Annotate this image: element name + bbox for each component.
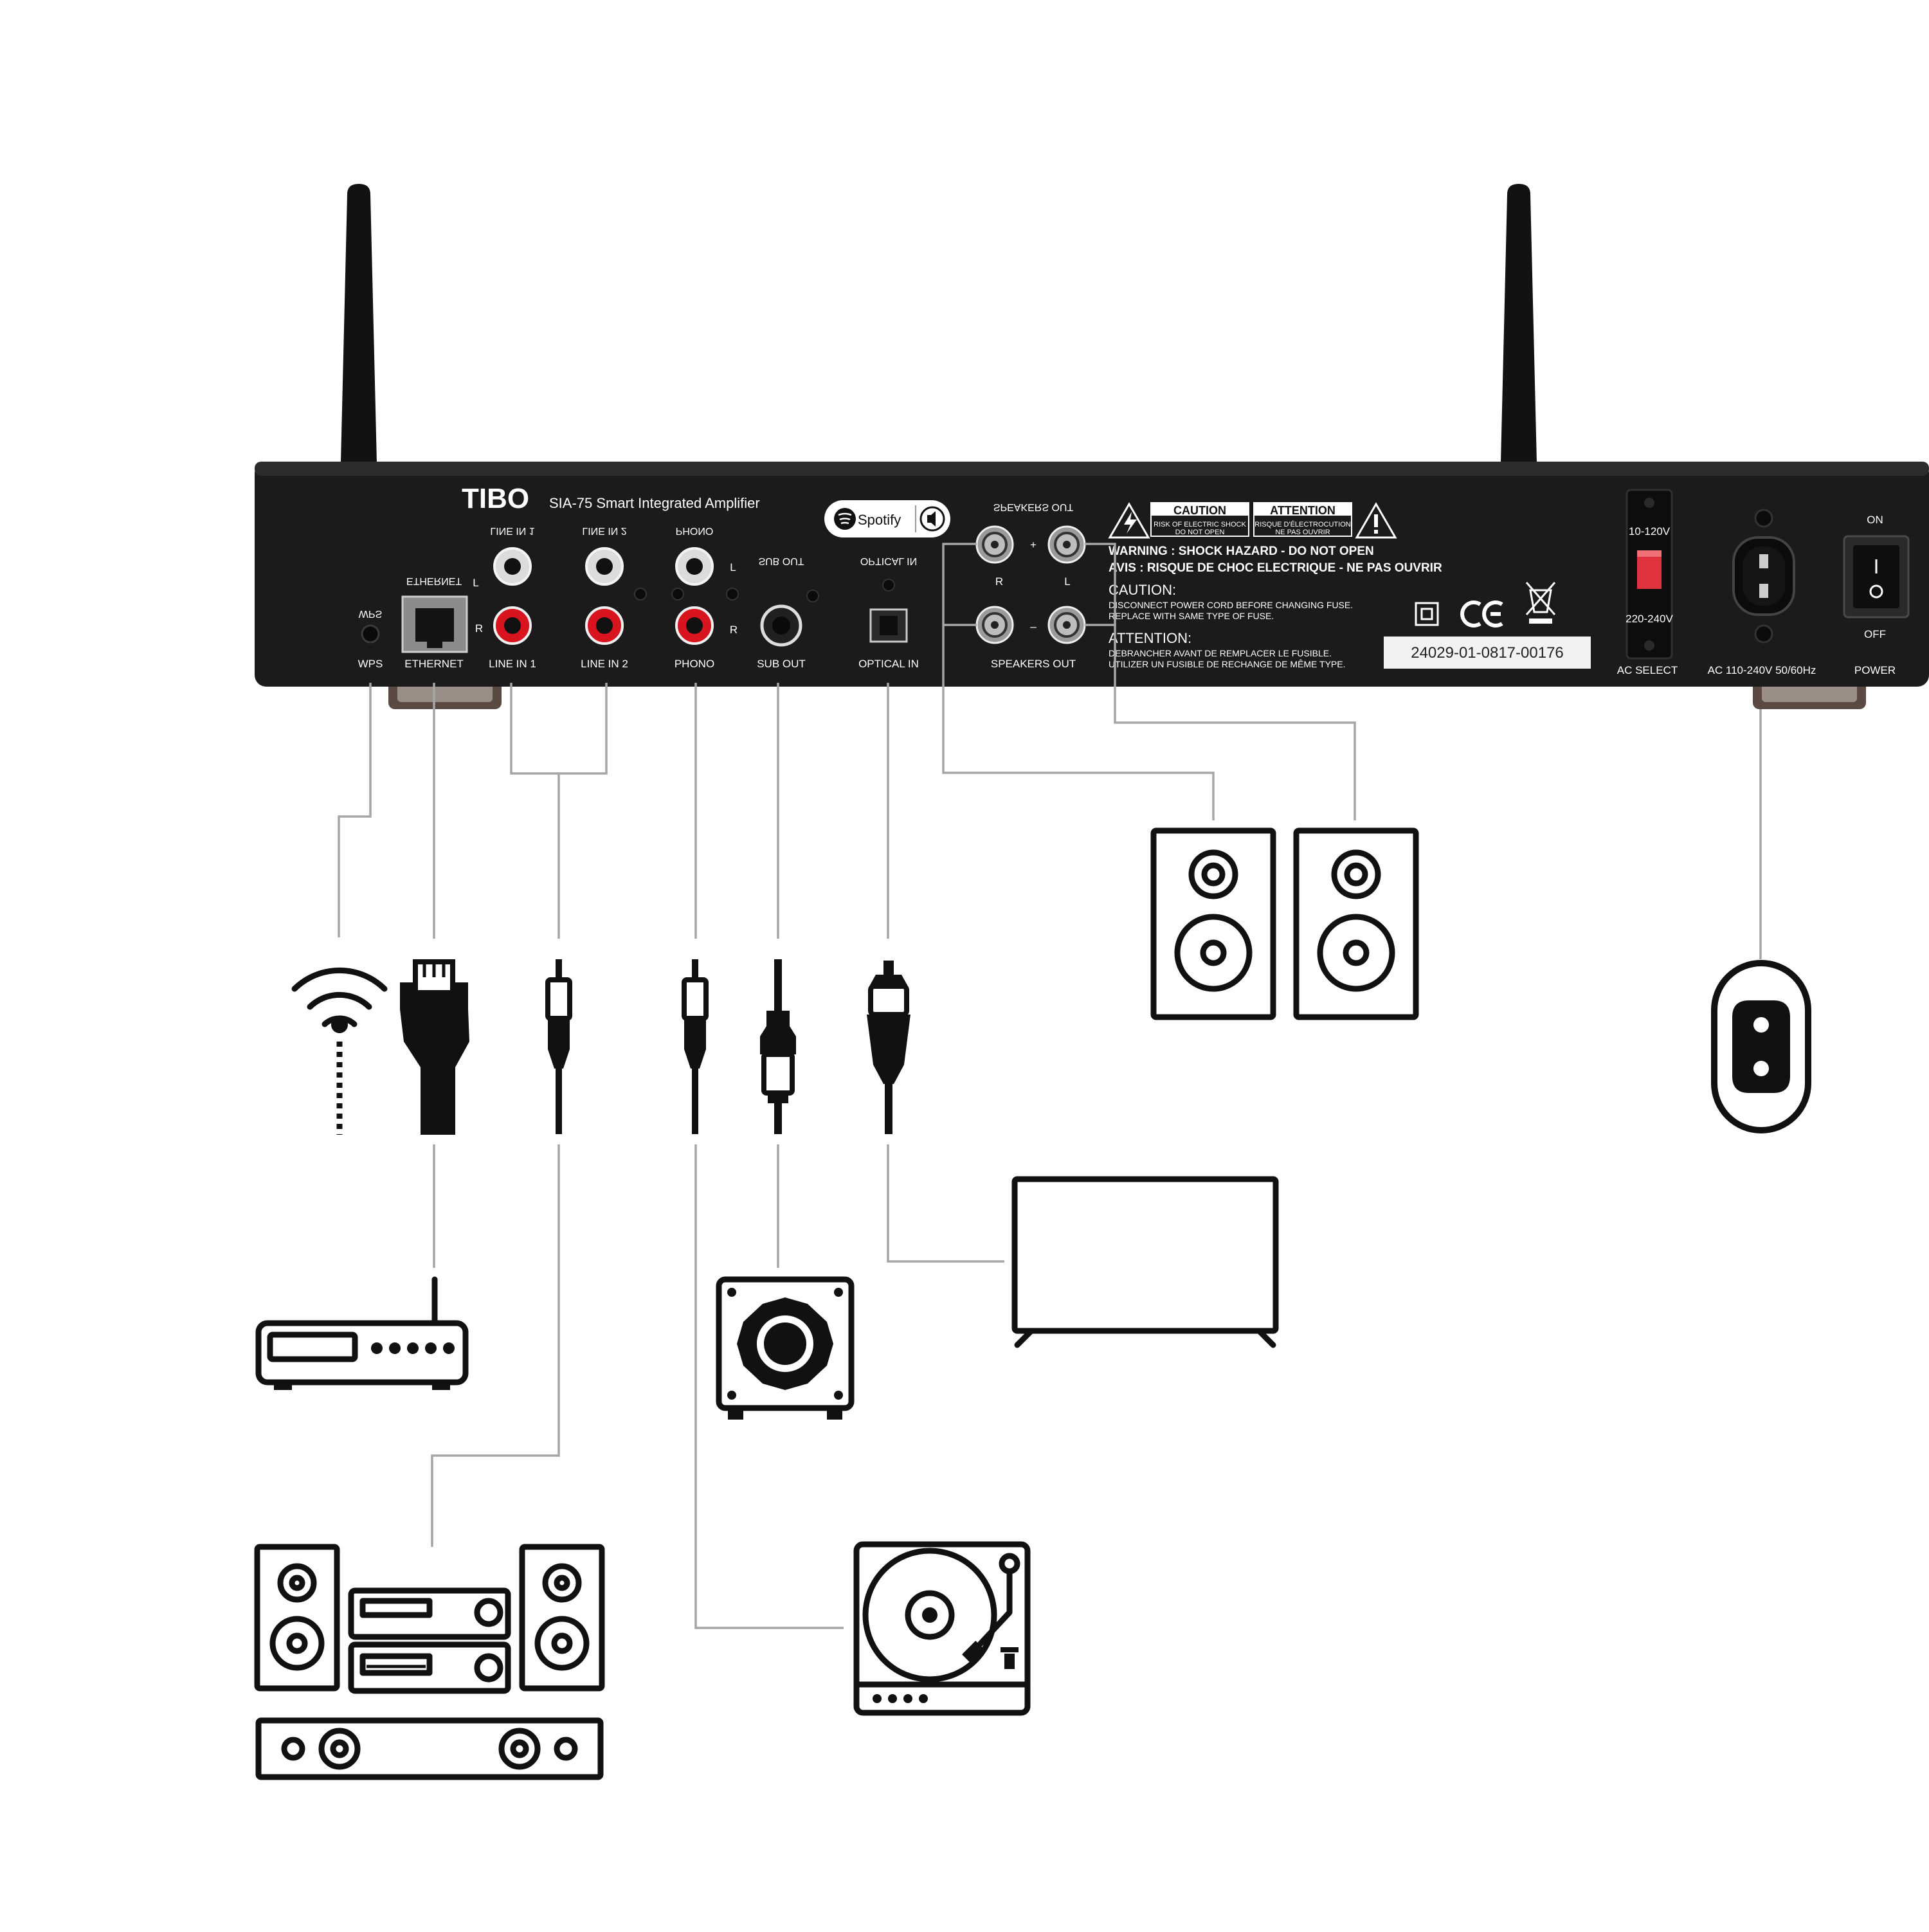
caution-tag-sub2: DO NOT OPEN <box>1175 528 1225 536</box>
subwoofer-icon <box>716 1276 855 1420</box>
bookshelf-speaker-right-icon <box>1150 827 1276 1020</box>
wire-optical-tv <box>887 1144 1004 1263</box>
wire-speaker-right <box>942 543 1215 820</box>
caution-line-2: REPLACE WITH SAME TYPE OF FUSE. <box>1109 611 1274 621</box>
attention-line-1: DEBRANCHER AVANT DE REMPLACER LE FUSIBLE… <box>1109 648 1332 658</box>
line-in-2-right-jack[interactable] <box>585 606 624 645</box>
caution-line-1: DISCONNECT POWER CORD BEFORE CHANGING FU… <box>1109 600 1353 610</box>
speakers-out-label: SPEAKERS OUT <box>991 658 1076 670</box>
wps-label-mirrored: WPS <box>359 608 382 619</box>
wire-phono-turntable <box>694 1144 844 1629</box>
rca-cable-icon-line-in <box>545 959 572 1134</box>
weee-bin-icon <box>1525 582 1556 624</box>
line-in-2-label-mirrored: LINE IN 2 <box>582 525 626 536</box>
ethernet-cable-icon <box>400 959 469 1135</box>
wire-wps <box>338 683 372 937</box>
router-icon <box>255 1276 469 1390</box>
volt-low-label: 10-120V <box>1629 525 1671 537</box>
line-in-1-label: LINE IN 1 <box>489 658 536 670</box>
optical-in-label-mirrored: OPTICAL IN <box>860 555 917 566</box>
brand-logo: TIBO <box>462 483 529 514</box>
speaker-terminal-left-plus[interactable] <box>1047 525 1086 564</box>
speaker-connect-icon <box>919 506 945 532</box>
phono-left-mark: L <box>730 561 736 573</box>
volt-high-label: 220-240V <box>1626 613 1673 625</box>
phono-left-jack[interactable] <box>675 547 714 586</box>
line-in-1-left-mark: L <box>473 577 478 589</box>
attention-tag-sub1: RISQUE D'ÉLECTROCUTION <box>1254 520 1350 528</box>
hifi-system-icon <box>254 1544 605 1780</box>
speaker-terminal-left-minus[interactable] <box>1047 606 1086 644</box>
ce-mark-icon <box>1460 600 1503 627</box>
line-in-1-right-mark: R <box>475 622 483 635</box>
phono-right-jack[interactable] <box>675 606 714 645</box>
power-label: POWER <box>1854 664 1896 676</box>
phono-label: PHONO <box>675 658 714 670</box>
wire-line-in <box>510 683 608 775</box>
line-in-2-left-jack[interactable] <box>585 547 624 586</box>
attention-tag-sub2: NE PAS OUVRIR <box>1275 528 1330 536</box>
wps-label: WPS <box>358 658 383 670</box>
ethernet-label-mirrored: ETHERNET <box>406 575 462 586</box>
turntable-icon <box>853 1541 1031 1716</box>
phono-right-mark: R <box>730 624 738 636</box>
attention-tag: ATTENTION <box>1270 504 1336 517</box>
caution-tag: CAUTION <box>1173 504 1226 517</box>
exclamation-warning-icon <box>1355 501 1397 539</box>
speaker-right-mark: R <box>995 575 1003 588</box>
speaker-minus-mark: – <box>1030 620 1037 633</box>
phono-label-mirrored: PHONO <box>676 525 714 536</box>
serial-plate <box>1384 636 1591 669</box>
warning-line: WARNING : SHOCK HAZARD - DO NOT OPEN <box>1109 545 1374 558</box>
warning-block: CAUTION RISK OF ELECTRIC SHOCK DO NOT OP… <box>1108 501 1442 669</box>
avis-line: AVIS : RISQUE DE CHOC ELECTRIQUE - NE PA… <box>1109 561 1442 575</box>
amplifier-rear-panel <box>255 462 1929 687</box>
caution-tag-sub1: RISK OF ELECTRIC SHOCK <box>1154 521 1246 528</box>
ethernet-label: ETHERNET <box>404 658 464 670</box>
sub-out-label: SUB OUT <box>757 658 806 670</box>
ac-input-label: AC 110-240V 50/60Hz <box>1708 664 1816 676</box>
rca-cable-icon-phono <box>682 959 709 1134</box>
ac-select-label: AC SELECT <box>1617 664 1678 676</box>
sub-out-jack[interactable] <box>760 604 802 647</box>
line-in-1-right-jack[interactable] <box>493 606 532 645</box>
optical-cable-icon <box>867 961 910 1134</box>
sub-cable-icon <box>760 959 796 1134</box>
optical-in-port[interactable] <box>869 608 908 643</box>
line-in-2-label: LINE IN 2 <box>581 658 628 670</box>
model-name: SIA-75 Smart Integrated Amplifier <box>549 495 760 511</box>
speaker-left-mark: L <box>1064 575 1070 588</box>
sub-out-label-mirrored: SUB OUT <box>758 555 804 566</box>
caution-title: CAUTION: <box>1109 582 1176 598</box>
wifi-icon <box>291 967 388 1135</box>
speaker-terminal-right-minus[interactable] <box>975 606 1014 644</box>
ac-power-inlet[interactable] <box>1732 509 1795 644</box>
speaker-terminal-right-plus[interactable] <box>975 525 1014 564</box>
bookshelf-speaker-left-icon <box>1293 827 1419 1020</box>
tv-icon <box>1011 1176 1279 1348</box>
wire-line-in-system <box>431 1144 560 1547</box>
power-off-label: OFF <box>1864 628 1886 640</box>
power-switch[interactable] <box>1843 535 1910 618</box>
line-in-1-label-mirrored: LINE IN 1 <box>490 525 534 536</box>
spotify-badge: Spotify <box>824 500 950 537</box>
wps-button[interactable] <box>361 624 380 644</box>
optical-in-label: OPTICAL IN <box>858 658 919 670</box>
connection-lines <box>338 543 1762 1629</box>
wire-speaker-left <box>1085 543 1356 820</box>
attention-title: ATTENTION: <box>1109 630 1191 646</box>
power-on-label: ON <box>1867 514 1883 526</box>
line-in-1-left-jack[interactable] <box>493 547 532 586</box>
spotify-label: Spotify <box>858 512 901 528</box>
double-insulation-icon <box>1415 602 1439 626</box>
serial-number: 24029-01-0817-00176 <box>1411 644 1564 662</box>
speaker-plus-mark: + <box>1030 539 1037 551</box>
shock-warning-icon <box>1108 501 1150 539</box>
power-socket-icon <box>1711 960 1811 1133</box>
ethernet-port[interactable] <box>401 595 468 653</box>
attention-line-2: UTILIZER UN FUSIBLE DE RECHANGE DE MÊME … <box>1109 659 1345 669</box>
ac-select-switch[interactable] <box>1626 489 1673 660</box>
speakers-out-label-mirrored: SPEAKERS OUT <box>993 501 1074 512</box>
